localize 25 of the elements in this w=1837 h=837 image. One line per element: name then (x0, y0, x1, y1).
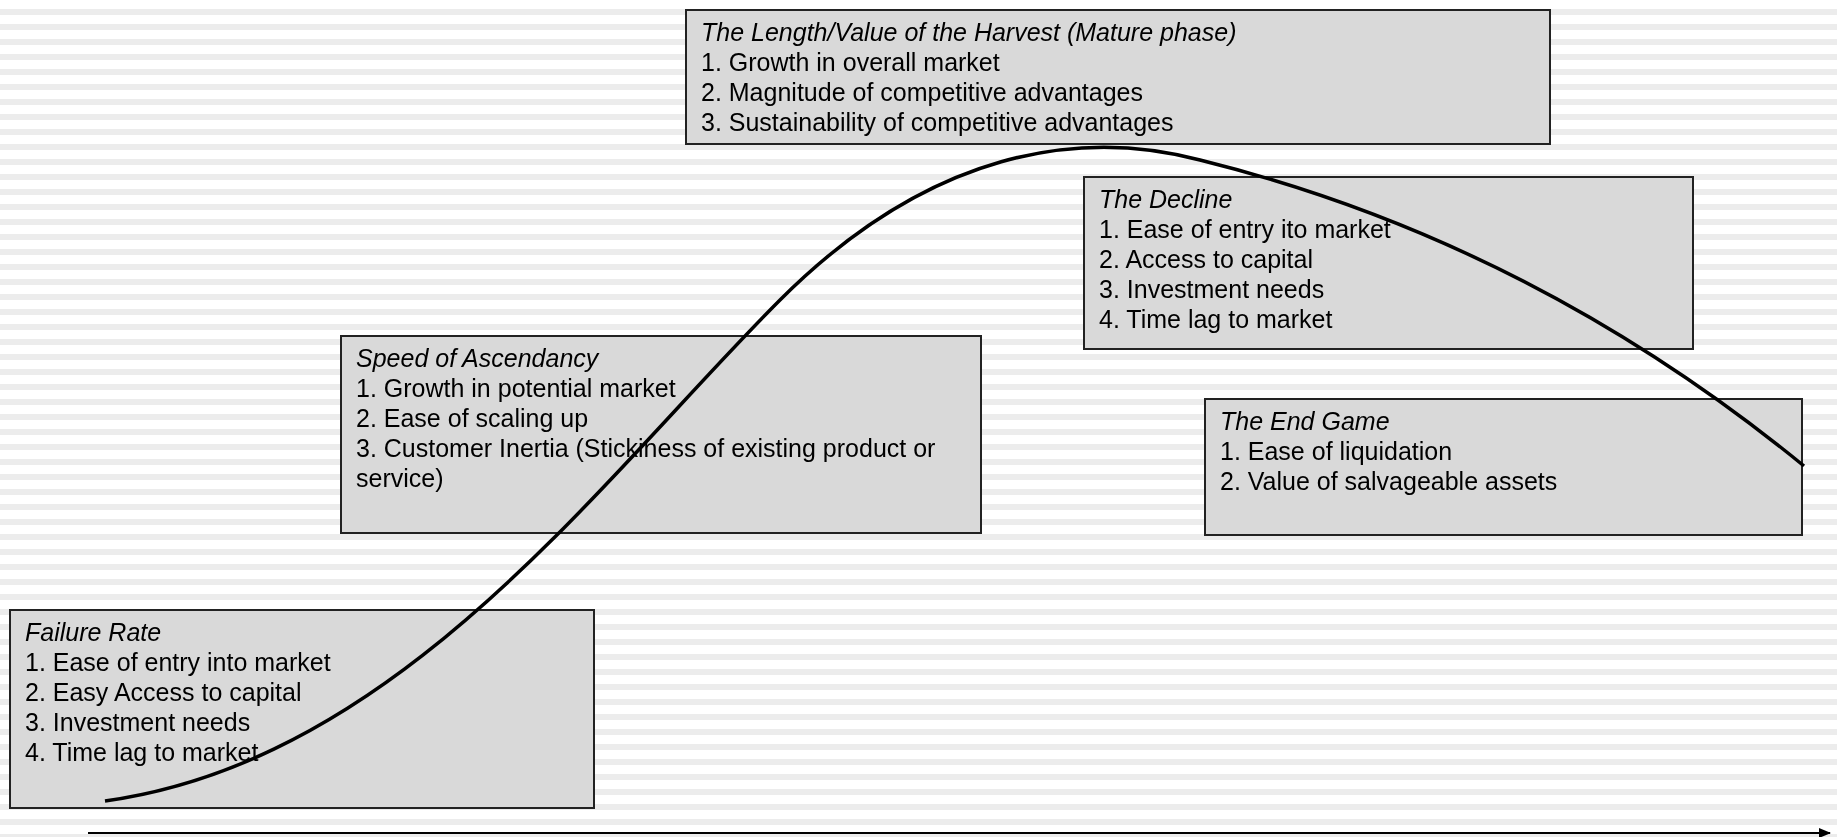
box-heading: Failure Rate (25, 617, 162, 647)
list-item: 2. Magnitude of competitive advantages (701, 77, 1143, 107)
list-item: 4. Time lag to market (25, 737, 259, 767)
text-box (340, 335, 982, 534)
list-item: 2. Easy Access to capital (25, 677, 302, 707)
list-item: 2. Ease of scaling up (356, 403, 589, 433)
list-item: 4. Time lag to market (1099, 304, 1333, 334)
list-item: 1. Growth in overall market (701, 47, 1000, 77)
list-item: 3. Investment needs (1099, 274, 1325, 304)
text-box (9, 609, 595, 809)
list-item: 1. Ease of entry into market (25, 647, 331, 677)
list-item: 2. Value of salvageable assets (1220, 466, 1558, 496)
list-item: 3. Investment needs (25, 707, 251, 737)
list-item: 1. Ease of liquidation (1220, 436, 1453, 466)
box-heading: Speed of Ascendancy (356, 343, 599, 373)
text-box (685, 9, 1551, 145)
box-heading: The End Game (1220, 406, 1390, 436)
box-heading: The Decline (1099, 184, 1233, 214)
box-heading: The Length/Value of the Harvest (Mature phase) (701, 17, 1237, 47)
list-item: 1. Growth in potential market (356, 373, 676, 403)
list-item: 2. Access to capital (1099, 244, 1313, 274)
list-item: 3. Sustainability of competitive advantages (701, 107, 1174, 137)
text-box (1083, 176, 1694, 350)
text-box (1204, 398, 1803, 536)
list-item: 1. Ease of entry ito market (1099, 214, 1391, 244)
